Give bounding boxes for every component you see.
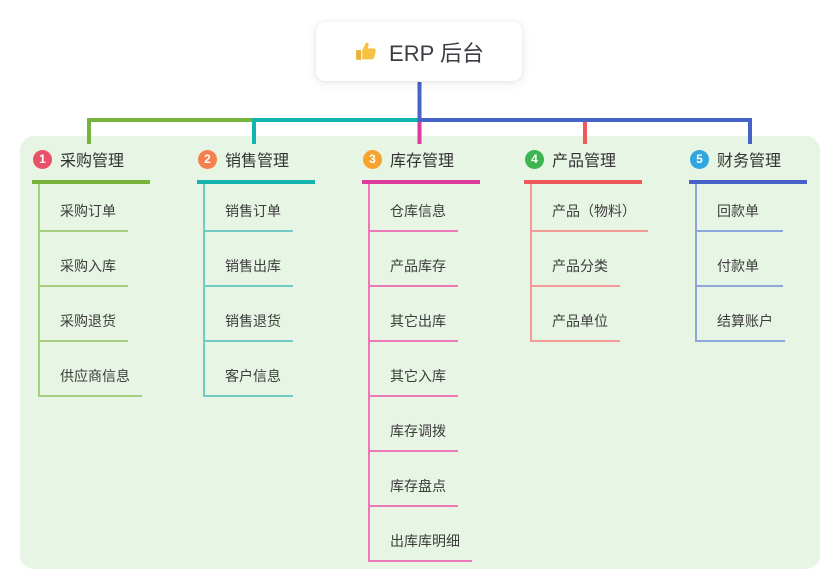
branch-children: 采购订单采购入库采购退货供应商信息 xyxy=(38,184,150,397)
branch-children: 回款单付款单结算账户 xyxy=(695,184,807,342)
branch-header[interactable]: 3 库存管理 xyxy=(362,147,481,184)
child-topic[interactable]: 采购退货 xyxy=(40,287,128,342)
branch-label: 财务管理 xyxy=(717,153,782,170)
child-topic[interactable]: 产品分类 xyxy=(532,232,620,287)
mindmap-panel xyxy=(20,136,820,569)
branch-5: 5 财务管理回款单付款单结算账户 xyxy=(689,147,808,342)
branch-label: 销售管理 xyxy=(225,153,290,170)
child-topic[interactable]: 其它出库 xyxy=(370,287,458,342)
child-topic[interactable]: 采购订单 xyxy=(40,184,128,232)
child-topic[interactable]: 结算账户 xyxy=(697,287,785,342)
branch-children: 销售订单销售出库销售退货客户信息 xyxy=(203,184,315,397)
child-topic[interactable]: 回款单 xyxy=(697,184,783,232)
branch-children: 产品（物料）产品分类产品单位 xyxy=(530,184,648,342)
branch-2: 2 销售管理销售订单销售出库销售退货客户信息 xyxy=(197,147,316,397)
branch-number-badge: 2 xyxy=(198,149,217,169)
child-topic[interactable]: 产品单位 xyxy=(532,287,620,342)
child-topic[interactable]: 产品库存 xyxy=(370,232,458,287)
child-topic[interactable]: 库存盘点 xyxy=(370,452,458,507)
child-topic[interactable]: 其它入库 xyxy=(370,342,458,397)
branch-label: 产品管理 xyxy=(552,153,617,170)
child-topic[interactable]: 销售退货 xyxy=(205,287,293,342)
root-label: ERP 后台 xyxy=(389,40,484,66)
child-topic[interactable]: 仓库信息 xyxy=(370,184,458,232)
branch-number-badge: 4 xyxy=(525,149,544,169)
child-topic[interactable]: 销售订单 xyxy=(205,184,293,232)
branch-header[interactable]: 1 采购管理 xyxy=(32,147,151,184)
branch-3: 3 库存管理仓库信息产品库存其它出库其它入库库存调拨库存盘点出库库明细 xyxy=(362,147,481,562)
child-topic[interactable]: 采购入库 xyxy=(40,232,128,287)
branch-1: 1 采购管理采购订单采购入库采购退货供应商信息 xyxy=(32,147,151,397)
branch-children: 仓库信息产品库存其它出库其它入库库存调拨库存盘点出库库明细 xyxy=(368,184,480,562)
branch-header[interactable]: 2 销售管理 xyxy=(197,147,316,184)
child-topic[interactable]: 出库库明细 xyxy=(370,507,472,562)
child-topic[interactable]: 客户信息 xyxy=(205,342,293,397)
branch-number-badge: 1 xyxy=(33,149,52,169)
branch-number-badge: 3 xyxy=(363,149,382,169)
child-topic[interactable]: 付款单 xyxy=(697,232,783,287)
child-topic[interactable]: 供应商信息 xyxy=(40,342,142,397)
branch-label: 采购管理 xyxy=(60,153,125,170)
child-topic[interactable]: 销售出库 xyxy=(205,232,293,287)
branch-header[interactable]: 4 产品管理 xyxy=(524,147,643,184)
branch-header[interactable]: 5 财务管理 xyxy=(689,147,808,184)
branch-number-badge: 5 xyxy=(690,149,709,169)
child-topic[interactable]: 库存调拨 xyxy=(370,397,458,452)
branch-label: 库存管理 xyxy=(390,153,455,170)
root-node[interactable]: ERP 后台 xyxy=(316,22,522,81)
child-topic[interactable]: 产品（物料） xyxy=(532,184,648,232)
branch-4: 4 产品管理产品（物料）产品分类产品单位 xyxy=(524,147,648,342)
thumbs-up-icon xyxy=(354,39,379,64)
